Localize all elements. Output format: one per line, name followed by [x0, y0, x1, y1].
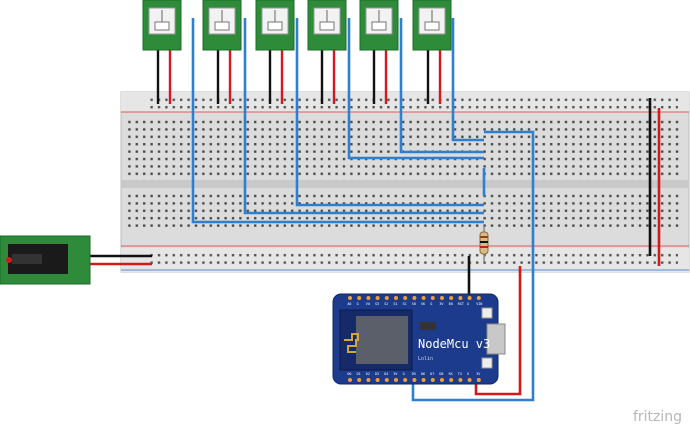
- pin-label-top: S1: [393, 302, 397, 306]
- pir-sensor-icon: [359, 0, 399, 51]
- fritzing-watermark: fritzing: [632, 409, 682, 425]
- center-channel: [121, 180, 689, 188]
- pin-bottom: [412, 378, 417, 382]
- pin-header-top: [348, 296, 481, 300]
- pin-bottom: [384, 378, 389, 382]
- resistor: [479, 226, 489, 262]
- pin-top: [476, 296, 481, 300]
- wires: [90, 18, 661, 402]
- pin-label-bottom: 3V: [393, 372, 397, 376]
- pin-label-bottom: D1: [357, 372, 361, 376]
- pin-label-top: 3V: [439, 302, 443, 306]
- blue-wire-bus: [411, 130, 535, 402]
- pin-top: [357, 296, 362, 300]
- sensor-row: [142, 0, 452, 51]
- pin-label-top: RST: [458, 302, 464, 306]
- pin-top: [375, 296, 380, 300]
- pin-label-bottom: D7: [430, 372, 434, 376]
- pin-label-top: S2: [384, 302, 388, 306]
- pin-label-bottom: D0: [347, 372, 351, 376]
- pin-label-bottom: D4: [384, 372, 388, 376]
- pin-top: [440, 296, 444, 300]
- pin-bottom: [430, 378, 435, 382]
- pin-label-top: VIN: [476, 302, 482, 306]
- blue-wire-sensor-6: [451, 18, 484, 142]
- pin-top: [394, 296, 398, 300]
- pin-bottom: [394, 378, 398, 382]
- pin-label-top: S0: [412, 302, 416, 306]
- dc-barrel-jack: [0, 235, 91, 285]
- board-name: NodeMcu v3: [418, 337, 490, 351]
- pin-label-bottom: G: [467, 372, 469, 376]
- blue-wire-sensor-4: [347, 18, 484, 160]
- pin-bottom: [403, 378, 408, 382]
- breadboard: [120, 91, 690, 273]
- pin-top: [366, 296, 371, 300]
- pin-bottom: [467, 378, 472, 382]
- pin-top: [403, 296, 408, 300]
- chip: [420, 322, 436, 330]
- pin-label-top: SK: [421, 302, 426, 306]
- pin-header-bottom: [348, 378, 481, 382]
- pin-label-bottom: D6: [421, 372, 425, 376]
- antenna-icon: [344, 333, 359, 353]
- usb-port: [486, 323, 506, 355]
- flash-button[interactable]: [481, 357, 493, 369]
- blue-wire-sensor-1: [191, 18, 484, 224]
- board-subtitle: Lolin: [418, 356, 433, 362]
- pin-label-top: G: [467, 302, 469, 306]
- pin-top: [348, 296, 352, 300]
- pin-label-top: S3: [375, 302, 379, 306]
- pin-label-bottom: G: [403, 372, 405, 376]
- pin-label-bottom: D2: [366, 372, 370, 376]
- pin-top: [384, 296, 389, 300]
- pin-label-bottom: 3V: [476, 372, 480, 376]
- blue-wire-sensor-5: [399, 18, 484, 154]
- pir-sensor-icon: [202, 0, 242, 51]
- pin-top: [458, 296, 463, 300]
- pir-sensor-icon: [255, 0, 295, 51]
- pin-bottom: [476, 378, 481, 382]
- pin-bottom: [440, 378, 444, 382]
- pin-label-bottom: D3: [375, 372, 379, 376]
- pin-label-top: A0: [347, 302, 351, 306]
- pin-label-bottom: TX: [458, 372, 463, 376]
- pir-sensor-icon: [412, 0, 452, 51]
- pin-label-bottom: D8: [439, 372, 443, 376]
- pin-bottom: [348, 378, 352, 382]
- pin-bottom: [449, 378, 454, 382]
- pin-top: [430, 296, 435, 300]
- blue-wire-sensor-2: [243, 18, 484, 215]
- pin-labels-bottom: D0 D1 D2 D3 D4 3V G D5 D6 D7 D8 RX TX G 3V: [347, 372, 480, 376]
- reset-button[interactable]: [481, 307, 493, 319]
- esp-module-shield: [356, 316, 408, 364]
- pin-bottom: [375, 378, 380, 382]
- pin-label-top: EN: [449, 302, 453, 306]
- pin-bottom: [421, 378, 426, 382]
- pin-label-top: VU: [366, 302, 370, 306]
- pin-top: [467, 296, 472, 300]
- pir-sensor-icon: [142, 0, 182, 51]
- pin-label-top: SC: [403, 302, 407, 306]
- blue-wire-sensor-3: [295, 18, 484, 207]
- pin-bottom: [357, 378, 362, 382]
- pin-bottom: [366, 378, 371, 382]
- pir-sensor-icon: [307, 0, 347, 51]
- pin-label-bottom: D5: [412, 372, 416, 376]
- pin-label-bottom: RX: [449, 372, 454, 376]
- pin-label-top: G: [430, 302, 432, 306]
- pin-top: [421, 296, 426, 300]
- pin-top: [449, 296, 454, 300]
- pin-bottom: [458, 378, 463, 382]
- pin-label-top: G: [357, 302, 359, 306]
- pin-top: [412, 296, 417, 300]
